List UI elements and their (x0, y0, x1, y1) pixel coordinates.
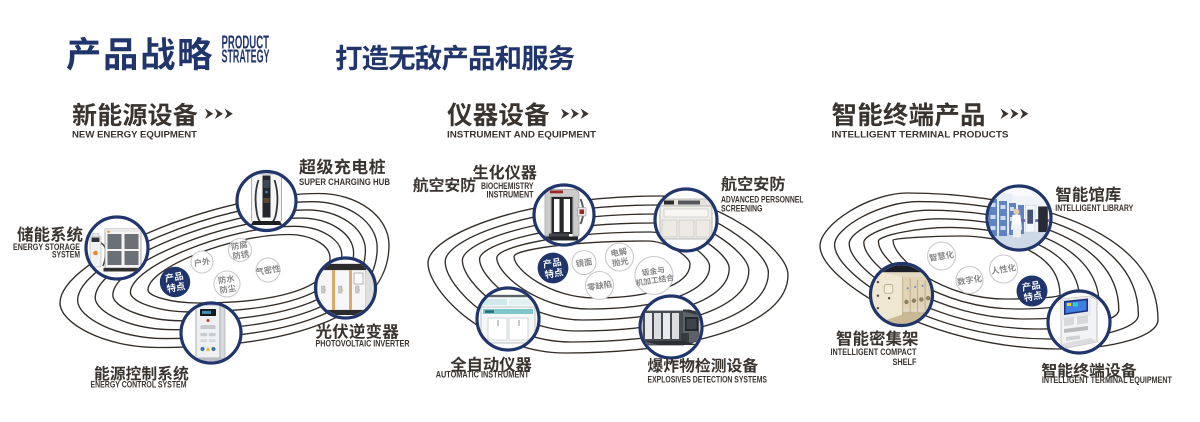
svg-text:INSTRUMENT: INSTRUMENT (487, 190, 535, 200)
svg-text:INTELLIGENT LIBRARY: INTELLIGENT LIBRARY (1055, 203, 1133, 213)
svg-text:BIOCHEMISTRY: BIOCHEMISTRY (481, 181, 534, 191)
svg-text:NEW ENERGY EQUIPMENT: NEW ENERGY EQUIPMENT (72, 130, 197, 140)
svg-text:PHOTOVOLTAIC INVERTER: PHOTOVOLTAIC INVERTER (316, 339, 410, 349)
svg-text:ENERGY CONTROL SYSTEM: ENERGY CONTROL SYSTEM (91, 380, 187, 390)
svg-text:SYSTEM: SYSTEM (52, 250, 80, 260)
svg-text:INTELLIGENT COMPACT: INTELLIGENT COMPACT (831, 347, 918, 357)
svg-text:INTELLIGENT TERMINAL PRODUCTS: INTELLIGENT TERMINAL PRODUCTS (832, 130, 1009, 140)
svg-text:AUTOMATIC INSTRUMENT: AUTOMATIC INSTRUMENT (436, 370, 530, 380)
svg-text:ADVANCED PERSONNEL: ADVANCED PERSONNEL (721, 195, 804, 205)
svg-text:ENERGY STORAGE: ENERGY STORAGE (13, 242, 80, 252)
svg-text:EXPLOSIVES DETECTION SYSTEMS: EXPLOSIVES DETECTION SYSTEMS (648, 374, 768, 384)
svg-text:SUPER CHARGING HUB: SUPER CHARGING HUB (299, 177, 390, 187)
svg-text:PRODUCT: PRODUCT (222, 32, 270, 52)
svg-text:INSTRUMENT AND EQUIPMENT: INSTRUMENT AND EQUIPMENT (447, 130, 596, 140)
svg-text:STRATEGY: STRATEGY (222, 46, 270, 66)
svg-text:SCREENING: SCREENING (721, 204, 763, 214)
svg-text:INTELLIGENT TERMINAL EQUIPMENT: INTELLIGENT TERMINAL EQUIPMENT (1042, 375, 1172, 385)
svg-text:SHELF: SHELF (893, 357, 918, 367)
